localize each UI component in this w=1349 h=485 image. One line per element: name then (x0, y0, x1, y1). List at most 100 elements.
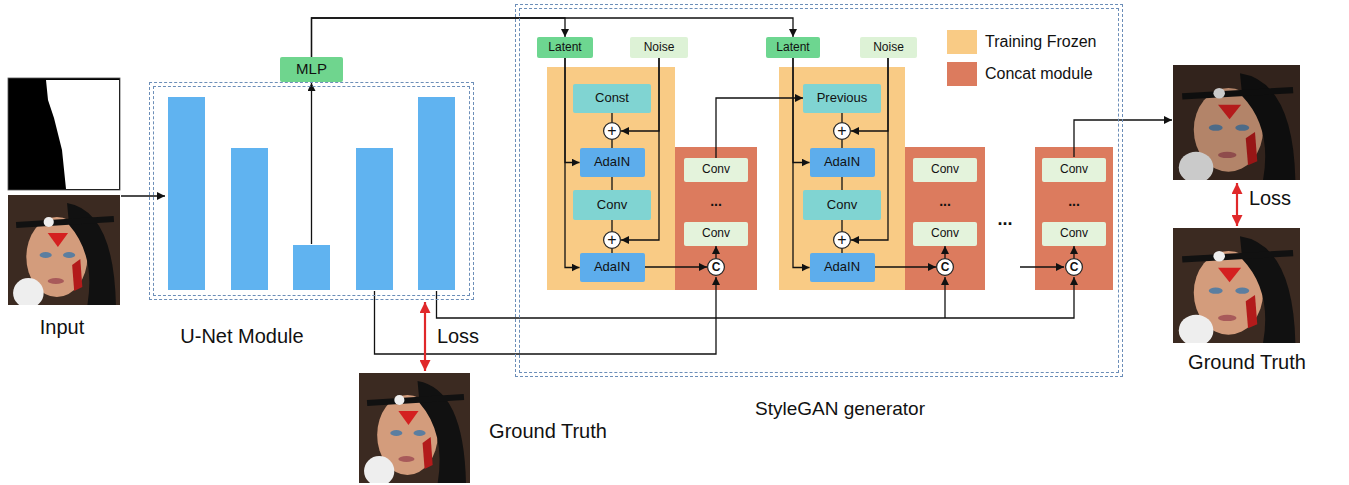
operator-symbol: + (837, 123, 846, 139)
latent-box: Latent (537, 37, 593, 58)
unet-bar (293, 245, 330, 290)
output-shade (1173, 65, 1300, 180)
conv-box: Conv (684, 158, 748, 182)
connector (611, 177, 612, 190)
skip-wire (437, 277, 1075, 318)
mask-frame (8, 78, 120, 190)
connector (611, 113, 612, 122)
connector (312, 18, 566, 57)
node-label: AdaIN (824, 155, 860, 169)
node-label: Latent (776, 41, 809, 54)
connector (715, 246, 716, 258)
conv-box: Conv (913, 222, 977, 246)
connector (841, 220, 842, 231)
ellipsis-mark: ... (710, 194, 722, 209)
conv-box: Conv (1042, 222, 1106, 246)
unet-bar (356, 148, 393, 290)
circle-shape (604, 123, 621, 140)
connector (841, 177, 842, 190)
add-circle: + (833, 122, 851, 140)
loss-arrow (1236, 183, 1238, 226)
add-circle: + (603, 231, 621, 249)
concat-block (905, 147, 985, 290)
loss-arrows (425, 183, 1237, 371)
node-label: Noise (644, 41, 675, 54)
legend-item: Training Frozen (947, 30, 1096, 54)
legend-item: Concat module (947, 62, 1093, 86)
adain-box: AdaIN (580, 253, 645, 282)
node-label: Conv (931, 163, 959, 176)
truth-photo (1173, 228, 1300, 346)
legend-swatch (947, 62, 977, 86)
ellipsis-mark: ... (939, 194, 951, 209)
conv-box: Conv (1042, 158, 1106, 182)
circle-shape (708, 259, 725, 276)
node-label: Conv (1060, 163, 1088, 176)
node-label: Conv (702, 227, 730, 240)
connector-layer (312, 18, 1075, 268)
noise-box: Noise (860, 37, 917, 58)
connector (716, 98, 803, 158)
connector (1073, 246, 1074, 258)
connector (944, 246, 945, 258)
node-label: Conv (597, 198, 627, 212)
input-arrow (121, 195, 165, 196)
operator-symbol: C (1070, 261, 1079, 273)
node-label: AdaIN (594, 155, 630, 169)
conv-box: Conv (913, 158, 977, 182)
circle-shape (937, 259, 954, 276)
image-caption: Ground Truth (1188, 351, 1306, 373)
adain-box: AdaIN (810, 253, 875, 282)
mask-black (8, 78, 120, 190)
skip-wire (944, 277, 945, 318)
frozen-block (779, 67, 905, 290)
concat-circle: C (936, 258, 954, 276)
connector (841, 113, 842, 122)
previous-box: Previous (803, 84, 881, 113)
unet-bar (168, 97, 205, 290)
circle-shape (1066, 259, 1083, 276)
connector (611, 140, 612, 148)
generator-frame: StyleGAN generatorLatentNoiseConst+AdaIN… (516, 5, 1122, 376)
loss-label: Loss (1249, 187, 1291, 209)
adain-box: AdaIN (580, 148, 645, 177)
node-label: Conv (702, 163, 730, 176)
legend-label: Concat module (985, 65, 1093, 83)
concat-block (1035, 147, 1113, 290)
operator-symbol: + (837, 232, 846, 248)
node-label: Conv (827, 198, 857, 212)
noise-box: Noise (630, 37, 688, 58)
dashed-border (153, 86, 470, 296)
conv-box: Conv (684, 222, 748, 246)
module-title: StyleGAN generator (755, 399, 925, 420)
node-label: Conv (931, 227, 959, 240)
mask-image (8, 78, 120, 190)
image-caption: Ground Truth (489, 420, 607, 442)
layout-wires (121, 83, 1172, 354)
node-label: Noise (873, 41, 904, 54)
mask-white (46, 80, 119, 189)
latent-box: Latent (766, 37, 820, 58)
node-label: MLP (296, 61, 327, 78)
operator-symbol: C (712, 261, 721, 273)
loss-arrow (424, 302, 426, 371)
output-photo (1173, 65, 1300, 183)
truth-photo (359, 373, 470, 485)
output-arrow (1074, 120, 1172, 157)
bottleneck-arrow (311, 83, 312, 244)
connector (645, 266, 708, 267)
mlp-box: MLP (280, 57, 343, 82)
add-circle: + (603, 122, 621, 140)
node-label: AdaIN (594, 260, 630, 274)
operator-symbol: + (607, 123, 616, 139)
ellipsis-mark: ... (997, 210, 1012, 230)
legend-swatch (947, 30, 977, 54)
node-label: Latent (548, 41, 581, 54)
add-circle: + (833, 231, 851, 249)
module-title: U-Net Module (180, 325, 303, 347)
unet-bar (418, 97, 455, 290)
node-label: Const (595, 91, 629, 105)
